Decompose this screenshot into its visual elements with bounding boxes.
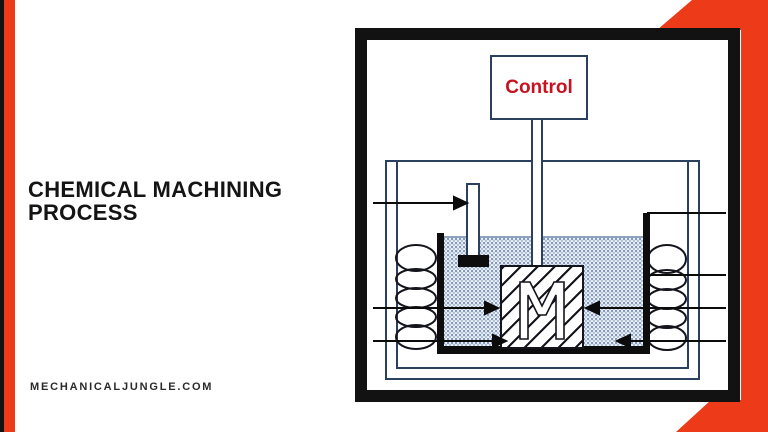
vessel-right-wall <box>643 213 650 354</box>
page-title: CHEMICAL MACHINING PROCESS <box>28 178 282 224</box>
vessel-left-wall <box>437 233 444 354</box>
stirrer-rod <box>466 183 480 255</box>
page-title-line1: CHEMICAL MACHINING <box>28 177 283 202</box>
control-box: Control <box>490 55 588 120</box>
page-title-line2: PROCESS <box>28 200 138 225</box>
left-edge-black-strip <box>0 0 4 432</box>
left-edge-orange-strip <box>4 0 15 432</box>
site-label: MECHANICALJUNGLE.COM <box>30 381 214 393</box>
arrow-to-workpiece-left <box>484 300 501 316</box>
etchant-liquid <box>443 236 643 348</box>
arrow-to-vessel-bottom-left <box>492 333 509 349</box>
control-rod <box>531 118 543 267</box>
machined-m-cavity <box>519 281 565 340</box>
stirrer-paddle <box>458 255 489 267</box>
control-label: Control <box>505 76 573 98</box>
workpiece <box>500 265 584 349</box>
vessel-bottom <box>437 346 650 354</box>
arrow-to-stirrer <box>453 195 470 211</box>
leader-arrows <box>373 195 726 349</box>
chemical-machining-diagram: Control <box>355 28 740 402</box>
